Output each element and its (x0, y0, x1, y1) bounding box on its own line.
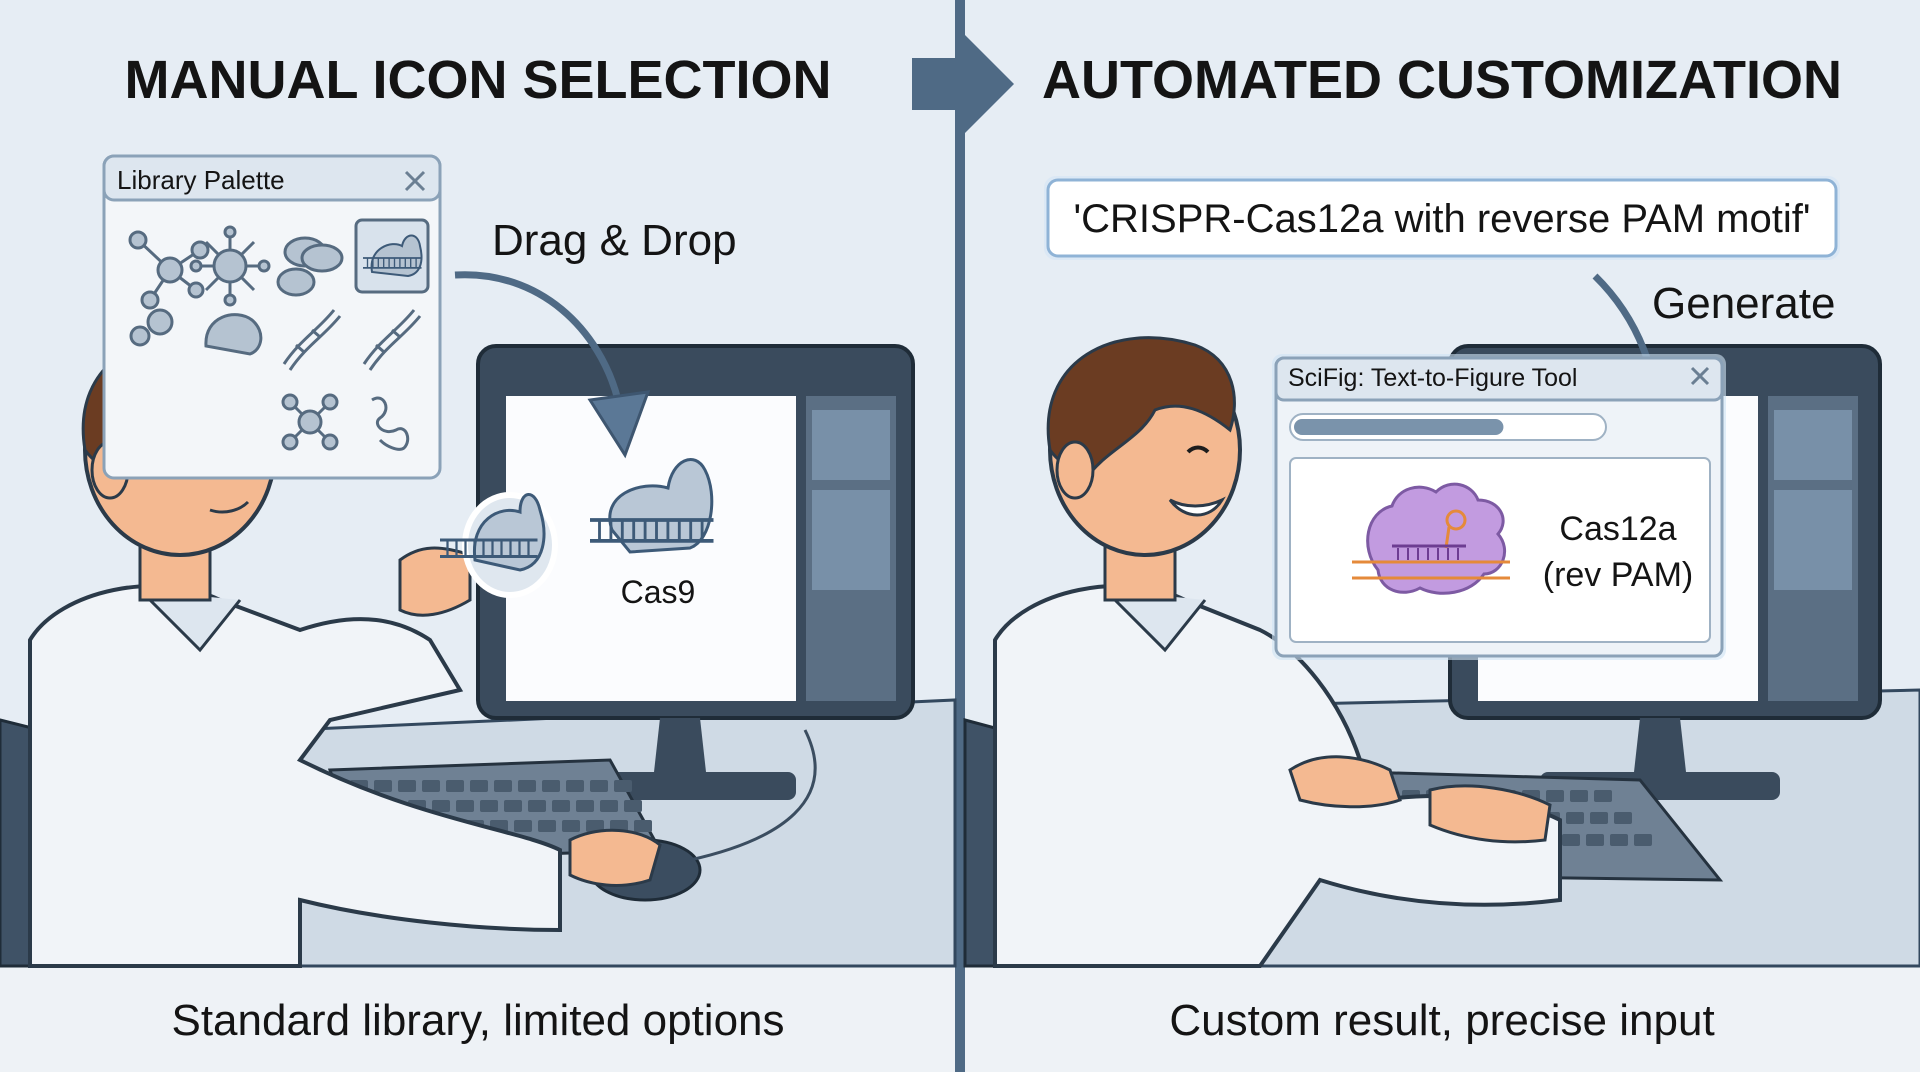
palette-icon-dna-helix-2[interactable] (362, 309, 422, 371)
caption-band-right (965, 966, 1920, 1072)
palette-icon-network-2[interactable] (281, 393, 339, 451)
placed-cas9-icon (588, 458, 716, 554)
palette-icon-cas9-selected[interactable] (354, 218, 430, 294)
library-palette-window[interactable]: Library Palette (102, 154, 442, 480)
left-caption: Standard library, limited options (171, 996, 784, 1045)
right-panel: AUTOMATED CUSTOMIZATION 'CRISPR-Cas12a w… (963, 50, 1920, 1045)
palette-icon-blob[interactable] (204, 313, 263, 356)
tool-title: SciFig: Text-to-Figure Tool (1288, 364, 1577, 392)
palette-icon-network[interactable] (128, 230, 210, 310)
palette-icon-cells[interactable] (276, 236, 344, 297)
left-panel: MANUAL ICON SELECTION (0, 50, 957, 1045)
right-person (993, 336, 1562, 968)
cas12a-protein-icon (1352, 482, 1510, 595)
palette-icon-dna-helix-1[interactable] (282, 309, 342, 371)
generate-label: Generate (1652, 279, 1835, 328)
panel-divider (955, 0, 965, 1072)
mouse-cable (689, 729, 817, 862)
result-label-line2: (rev PAM) (1543, 556, 1693, 594)
prompt-box[interactable]: 'CRISPR-Cas12a with reverse PAM motif' (1044, 176, 1840, 260)
scifig-tool-window[interactable]: SciFig: Text-to-Figure Tool (1272, 354, 1726, 660)
result-label-line1: Cas12a (1559, 510, 1676, 548)
right-caption: Custom result, precise input (1169, 996, 1714, 1045)
palette-icon-virus[interactable] (189, 225, 271, 307)
right-heading: AUTOMATED CUSTOMIZATION (1042, 50, 1842, 110)
placed-icon-label: Cas9 (621, 574, 696, 610)
left-heading: MANUAL ICON SELECTION (124, 50, 831, 110)
palette-close-icon[interactable] (404, 170, 426, 192)
dragged-cas9-icon (438, 492, 558, 598)
prompt-text: 'CRISPR-Cas12a with reverse PAM motif' (1074, 197, 1811, 241)
palette-title: Library Palette (117, 165, 285, 195)
transition-arrow-icon (912, 30, 1014, 138)
drag-arrow-head-icon (587, 390, 651, 459)
palette-icon-molecule[interactable] (129, 308, 174, 347)
tool-close-icon[interactable] (1690, 366, 1710, 386)
drag-drop-label: Drag & Drop (492, 216, 737, 265)
caption-band-left (0, 966, 955, 1072)
progress-fill (1294, 419, 1504, 435)
palette-icon-scribble[interactable] (371, 396, 410, 451)
drag-arrow-icon (454, 271, 622, 401)
